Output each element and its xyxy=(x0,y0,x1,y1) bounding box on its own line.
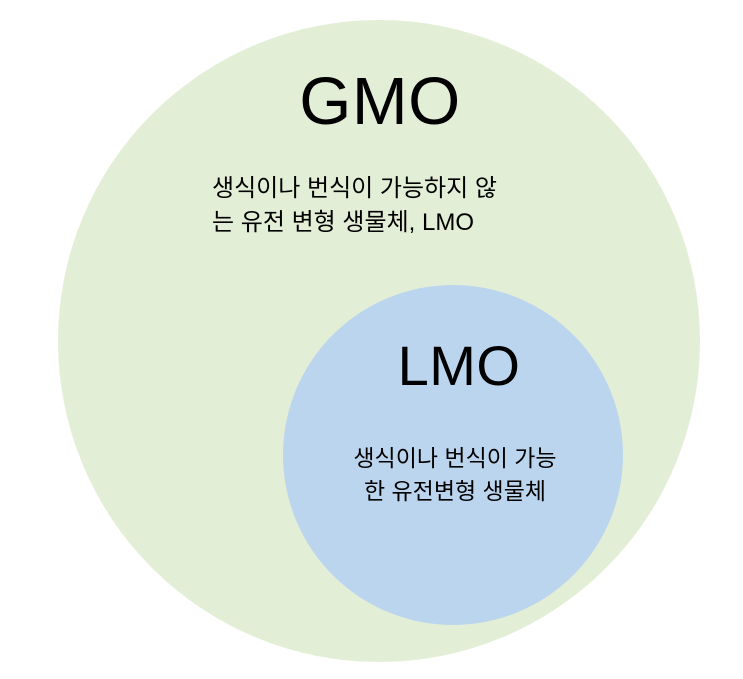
lmo-description: 생식이나 번식이 가능 한 유전변형 생물체 xyxy=(283,442,627,508)
gmo-title: GMO xyxy=(299,64,461,139)
gmo-description-line-2: 는 유전 변형 생물체, LMO xyxy=(212,209,474,236)
lmo-inner-circle xyxy=(283,285,623,625)
lmo-title: LMO xyxy=(397,334,521,397)
gmo-description: 생식이나 번식이 가능하지 않 는 유전 변형 생물체, LMO xyxy=(212,172,572,240)
lmo-description-line-2: 한 유전변형 생물체 xyxy=(363,478,547,504)
lmo-description-line-1: 생식이나 번식이 가능 xyxy=(353,445,557,471)
gmo-description-line-1: 생식이나 번식이 가능하지 않 xyxy=(212,175,497,202)
